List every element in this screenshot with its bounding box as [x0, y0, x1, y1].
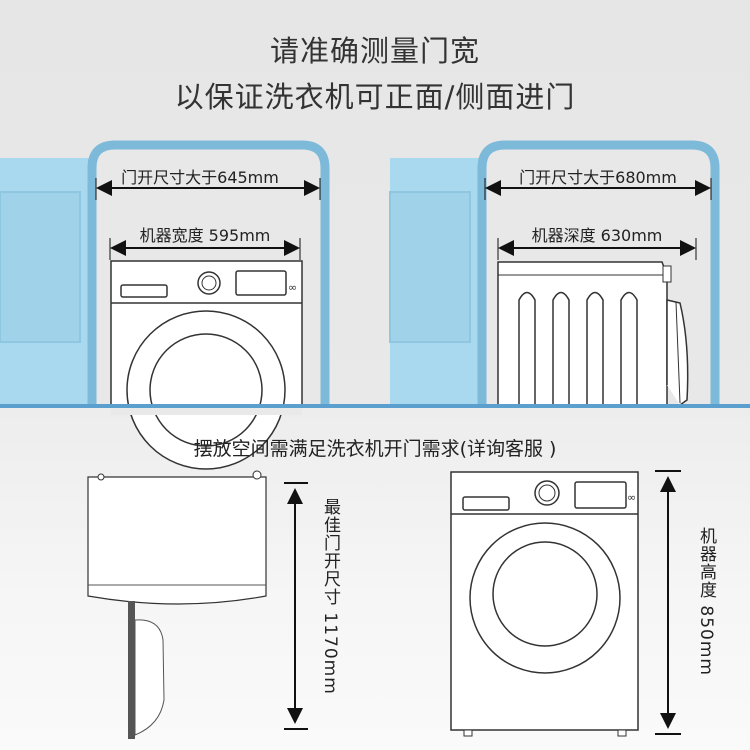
washer-side-icon — [497, 261, 689, 406]
door-height-label: 最佳门开尺寸 1170mm — [320, 498, 340, 695]
open-door-icon — [87, 470, 267, 739]
door-width-label: 门开尺寸大于680mm — [519, 168, 677, 187]
front-entry-scene: 门开尺寸大于645mm 机器宽度 595mm ∞ — [0, 140, 330, 470]
side-entry-scene: 门开尺寸大于680mm 机器深度 630mm — [389, 140, 720, 406]
headline-line-1: 请准确测量门宽 — [269, 34, 480, 68]
window — [0, 191, 81, 343]
placement-note: 摆放空间需满足洗衣机开门需求(详询客服 ) — [193, 438, 557, 460]
machine-height-label: 机器高度 850mm — [696, 527, 716, 676]
washer-front-icon: ∞ — [110, 260, 303, 470]
door-width-label: 门开尺寸大于645mm — [121, 168, 279, 187]
svg-text:∞: ∞ — [627, 491, 636, 504]
machine-width-label: 机器宽度 595mm — [140, 226, 271, 245]
washer-front-large-icon: ∞ — [450, 471, 639, 737]
window — [389, 191, 471, 343]
machine-depth-label: 机器深度 630mm — [532, 226, 663, 245]
svg-text:∞: ∞ — [288, 281, 297, 294]
headline-line-2: 以保证洗衣机可正面/侧面进门 — [174, 80, 576, 114]
